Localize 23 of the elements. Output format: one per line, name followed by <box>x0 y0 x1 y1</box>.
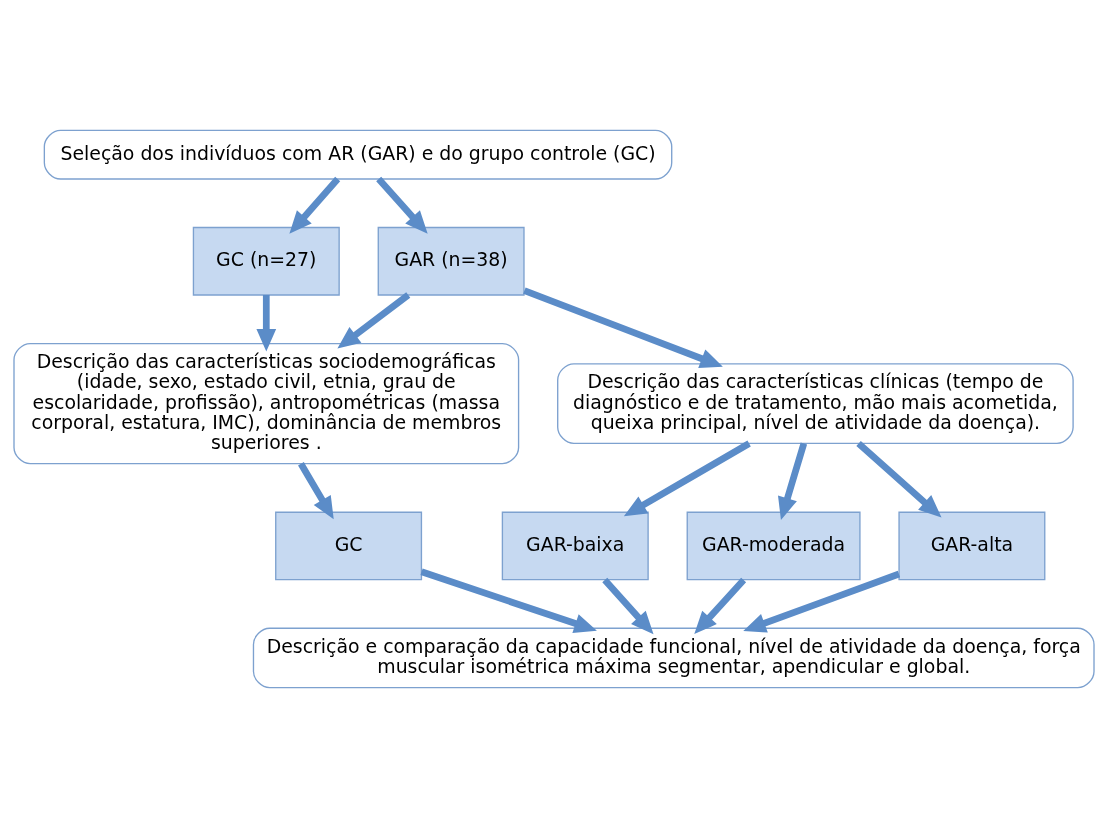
arrow <box>376 176 428 234</box>
arrow <box>289 176 341 234</box>
arrow <box>856 440 942 518</box>
node-box: Seleção dos indivíduos com AR (GAR) e do grupo controle (GC) <box>43 129 673 180</box>
arrow <box>623 440 751 517</box>
node-box: GAR-baixa <box>501 511 649 581</box>
arrow <box>523 287 723 368</box>
node-box: Descrição e comparação da capacidade funcional, nível de atividade da doença, força muscular isométrica máxima segmentar, apendicular e global. <box>252 627 1095 689</box>
arrow <box>337 292 411 349</box>
arrow <box>778 442 808 520</box>
arrow <box>694 577 747 635</box>
node-box: GAR-alta <box>898 511 1046 581</box>
arrow <box>602 577 654 635</box>
node-box: GC (n=27) <box>192 226 340 296</box>
arrow <box>420 568 597 633</box>
node-box: Descrição das características clínicas (tempo de diagnóstico e de tratamento, mão mais acometida, queixa principal, nível de atividade da doença). <box>557 363 1074 445</box>
arrow <box>298 462 334 520</box>
node-box: GAR-moderada <box>686 511 861 581</box>
node-box: Descrição das características sociodemográficas (idade, sexo, estado civil, etnia, grau de escolaridade, profissão), antropométricas (massa corporal, estatura, IMC), dominância de membros superiores . <box>13 342 520 465</box>
node-box: GAR (n=38) <box>377 226 525 296</box>
arrow <box>743 570 901 633</box>
arrow <box>256 295 277 352</box>
node-box: GC <box>275 511 423 581</box>
